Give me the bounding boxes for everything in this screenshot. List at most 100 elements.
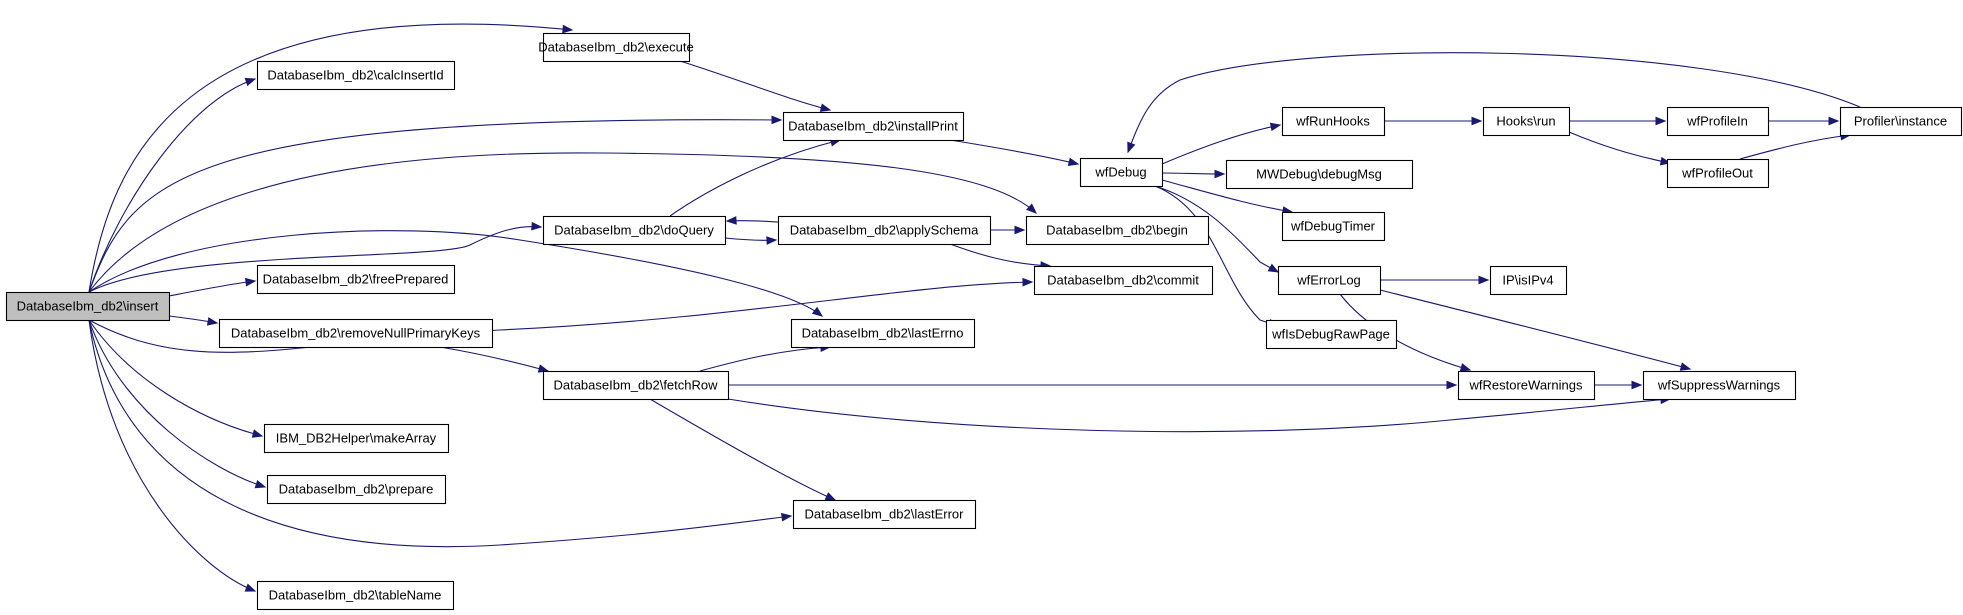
edge-databaseibm-db2-doquery-to-databaseibm-db2-installprint: [669, 138, 842, 217]
node-label: wfProfileIn: [1686, 114, 1748, 129]
node-wfprofileout[interactable]: wfProfileOut: [1666, 158, 1770, 189]
arrowhead: [1022, 277, 1034, 287]
node-box: [266, 474, 447, 505]
node-wferrorlog[interactable]: wfErrorLog: [1277, 265, 1382, 296]
arrowhead: [1067, 157, 1080, 167]
node-databaseibm-db2-removenullprimarykeys[interactable]: DatabaseIbm_db2\removeNullPrimaryKeys: [218, 318, 494, 349]
node-ibm-db2helper-makearray[interactable]: IBM_DB2Helper\makeArray: [263, 423, 450, 454]
node-databaseibm-db2-installprint[interactable]: DatabaseIbm_db2\installPrint: [782, 111, 965, 142]
node-databaseibm-db2-begin[interactable]: DatabaseIbm_db2\begin: [1025, 215, 1210, 246]
arrowhead: [1478, 275, 1490, 285]
node-ip-isipv4[interactable]: IP\isIPv4: [1489, 265, 1568, 296]
node-box: [542, 32, 691, 63]
node-wfrestorewarnings[interactable]: wfRestoreWarnings: [1457, 370, 1596, 401]
edge-databaseibm-db2-doquery-to-databaseibm-db2-applyschema: [724, 236, 778, 245]
edge-databaseibm-db2-insert-to-databaseibm-db2-prepare: [88, 319, 267, 489]
arrowhead: [824, 492, 837, 501]
node-label: wfRestoreWarnings: [1469, 378, 1583, 393]
node-box: [1489, 265, 1568, 296]
node-databaseibm-db2-commit[interactable]: DatabaseIbm_db2\commit: [1033, 265, 1214, 296]
node-box: [1033, 265, 1214, 296]
node-databaseibm-db2-execute[interactable]: DatabaseIbm_db2\execute: [538, 32, 694, 63]
node-databaseibm-db2-insert[interactable]: DatabaseIbm_db2\insert: [5, 291, 171, 322]
node-databaseibm-db2-tablename[interactable]: DatabaseIbm_db2\tableName: [256, 580, 455, 611]
edge-databaseibm-db2-insert-to-databaseibm-db2-doquery: [88, 221, 543, 293]
node-box: [1277, 265, 1382, 296]
node-databaseibm-db2-lasterrno[interactable]: DatabaseIbm_db2\lastErrno: [790, 318, 976, 349]
edge-profiler-instance-to-wfdebug: [1127, 52, 1861, 154]
node-box: [1642, 370, 1797, 401]
node-label: DatabaseIbm_db2\insert: [17, 299, 159, 314]
node-box: [256, 60, 456, 91]
edge-wfdebug-to-wferrorlog: [1154, 185, 1280, 273]
node-label: IP\isIPv4: [1502, 273, 1553, 288]
arrowhead: [1679, 362, 1692, 371]
node-label: wfDebug: [1094, 165, 1146, 180]
node-label: DatabaseIbm_db2\freePrepared: [263, 272, 449, 287]
node-databaseibm-db2-prepare[interactable]: DatabaseIbm_db2\prepare: [266, 474, 447, 505]
node-profiler-instance[interactable]: Profiler\instance: [1839, 106, 1963, 137]
node-label: DatabaseIbm_db2\tableName: [269, 588, 442, 603]
node-databaseibm-db2-freeprepared[interactable]: DatabaseIbm_db2\freePrepared: [256, 264, 456, 295]
edge-databaseibm-db2-fetchrow-to-wfrestorewarnings: [728, 380, 1458, 390]
arrowhead: [251, 429, 264, 438]
node-wfdebug[interactable]: wfDebug: [1079, 157, 1164, 188]
node-wfdebugtimer[interactable]: wfDebugTimer: [1281, 211, 1386, 242]
node-wfisdebugrawpage[interactable]: wfIsDebugRawPage: [1265, 319, 1398, 350]
node-box: [1225, 159, 1414, 190]
node-box: [777, 215, 992, 246]
node-mwdebug-debugmsg[interactable]: MWDebug\debugMsg: [1225, 159, 1414, 190]
node-label: wfRunHooks: [1295, 114, 1370, 129]
arrowhead: [766, 236, 778, 245]
edge-databaseibm-db2-insert-to-databaseibm-db2-calcinsertid: [88, 77, 257, 293]
edge-databaseibm-db2-execute-to-databaseibm-db2-installprint: [679, 60, 832, 112]
edge-databaseibm-db2-insert-to-databaseibm-db2-lasterror: [88, 319, 793, 548]
node-databaseibm-db2-lasterror[interactable]: DatabaseIbm_db2\lastError: [792, 499, 977, 530]
arrowhead: [1631, 380, 1643, 390]
node-databaseibm-db2-fetchrow[interactable]: DatabaseIbm_db2\fetchRow: [542, 370, 730, 401]
edge-databaseibm-db2-removenullprimarykeys-to-databaseibm-db2-fetchrow: [439, 346, 550, 373]
arrowhead: [1446, 380, 1458, 390]
arrowhead: [206, 317, 219, 326]
edge-databaseibm-db2-applyschema-to-databaseibm-db2-doquery: [725, 216, 779, 225]
edge-databaseibm-db2-insert-to-databaseibm-db2-removenullprimarykeys: [168, 315, 219, 326]
node-wfrunhooks[interactable]: wfRunHooks: [1281, 106, 1386, 137]
arrowhead: [1828, 116, 1840, 126]
edge-databaseibm-db2-insert-to-databaseibm-db2-installprint: [88, 115, 783, 293]
edge-hooks-run-to-wfprofilein: [1569, 116, 1667, 126]
node-box: [1265, 319, 1398, 350]
edge-wfdebug-to-wfisdebugrawpage: [1154, 185, 1280, 328]
node-label: DatabaseIbm_db2\lastErrno: [802, 326, 964, 341]
edge-databaseibm-db2-insert-to-ibm-db2helper-makearray: [88, 319, 264, 438]
arrowhead: [1459, 363, 1472, 372]
node-wfsuppresswarnings[interactable]: wfSuppressWarnings: [1642, 370, 1797, 401]
arrowhead: [1269, 122, 1282, 132]
arrowhead: [531, 221, 543, 231]
edge-databaseibm-db2-applyschema-to-databaseibm-db2-commit: [949, 243, 1052, 270]
edge-databaseibm-db2-insert-to-databaseibm-db2-begin: [88, 152, 1037, 293]
edge-databaseibm-db2-insert-to-databaseibm-db2-commit: [88, 277, 1034, 353]
edge-databaseibm-db2-fetchrow-to-databaseibm-db2-lasterror: [649, 398, 837, 501]
node-label: DatabaseIbm_db2\lastError: [805, 507, 965, 522]
edge-wfprofileout-to-profiler-instance: [1739, 131, 1852, 160]
edge-databaseibm-db2-insert-to-databaseibm-db2-freeprepared: [168, 277, 257, 297]
node-wfprofilein[interactable]: wfProfileIn: [1666, 106, 1770, 137]
node-box: [542, 215, 727, 246]
node-box: [1281, 211, 1386, 242]
node-databaseibm-db2-applyschema[interactable]: DatabaseIbm_db2\applySchema: [777, 215, 992, 246]
edge-databaseibm-db2-applyschema-to-databaseibm-db2-begin: [989, 225, 1026, 235]
node-databaseibm-db2-doquery[interactable]: DatabaseIbm_db2\doQuery: [542, 215, 727, 246]
node-box: [1025, 215, 1210, 246]
edge-wfdebug-to-wfrunhooks: [1161, 122, 1282, 165]
node-label: Hooks\run: [1496, 114, 1555, 129]
edge-wfprofilein-to-profiler-instance: [1767, 116, 1840, 126]
node-hooks-run[interactable]: Hooks\run: [1482, 106, 1571, 137]
arrowhead: [244, 583, 257, 592]
arrowhead: [1026, 203, 1037, 214]
node-label: DatabaseIbm_db2\calcInsertId: [267, 68, 443, 83]
node-box: [1079, 157, 1164, 188]
node-box: [256, 264, 456, 295]
node-label: DatabaseIbm_db2\doQuery: [554, 223, 714, 238]
node-databaseibm-db2-calcinsertid[interactable]: DatabaseIbm_db2\calcInsertId: [256, 60, 456, 91]
